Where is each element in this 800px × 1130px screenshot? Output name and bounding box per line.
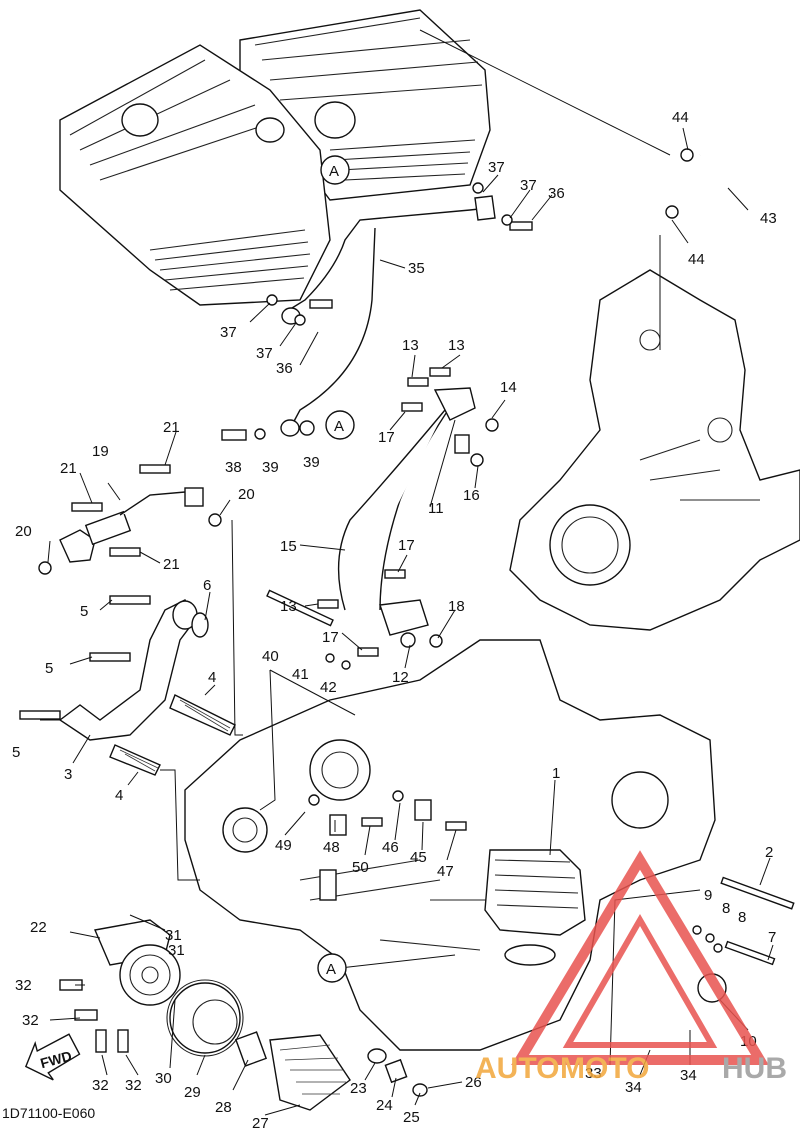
ref-mark-a-label: A (334, 418, 344, 435)
callout-30: 30 (155, 1070, 172, 1087)
oil-filter-group (94, 919, 428, 1111)
callout-29: 29 (184, 1084, 201, 1101)
callout-46: 46 (382, 839, 399, 856)
callout-25: 25 (403, 1109, 420, 1126)
callout-50: 50 (352, 859, 369, 876)
callout-20: 20 (15, 523, 32, 540)
callout-19: 19 (92, 443, 109, 460)
ref-mark-a (317, 953, 347, 983)
callout-31: 31 (165, 927, 182, 944)
callout-4: 4 (208, 669, 216, 686)
callout-6: 6 (203, 577, 211, 594)
callout-49: 49 (275, 837, 292, 854)
ref-mark-a (325, 410, 355, 440)
callout-18: 18 (448, 598, 465, 615)
callout-37: 37 (220, 324, 237, 341)
breather-hose (665, 148, 742, 219)
callout-3: 3 (64, 766, 72, 783)
watermark-logo: AUTO MOTO HUB (475, 850, 787, 1085)
callout-47: 47 (437, 863, 454, 880)
callout-5: 5 (45, 660, 53, 677)
callout-4: 4 (115, 787, 123, 804)
fasteners (19, 182, 795, 1053)
callout-13: 13 (448, 337, 465, 354)
watermark-text-moto: MOTO (560, 1052, 649, 1085)
callout-17: 17 (398, 537, 415, 554)
callout-27: 27 (252, 1115, 269, 1130)
callout-36: 36 (276, 360, 293, 377)
callout-7: 7 (768, 929, 776, 946)
callout-33: 33 (585, 1065, 602, 1082)
watermark-text-auto: AUTO (475, 1052, 559, 1085)
callout-1: 1 (552, 765, 560, 782)
callout-43: 43 (760, 210, 777, 227)
callout-32: 32 (92, 1077, 109, 1094)
callout-8: 8 (738, 909, 746, 926)
drawing-code: 1D71100-E060 (2, 1105, 95, 1121)
callout-37: 37 (256, 345, 273, 362)
callout-13: 13 (402, 337, 419, 354)
svg-text:A: A (329, 163, 339, 180)
callout-2: 2 (765, 844, 773, 861)
callout-15: 15 (280, 538, 297, 555)
callout-21: 21 (60, 460, 77, 477)
callout-39: 39 (303, 454, 320, 471)
fwd-label: FWD (39, 1048, 74, 1072)
callout-31: 31 (168, 942, 185, 959)
reference-marks: A A A (317, 155, 355, 983)
callout-13: 13 (280, 598, 297, 615)
callout-38: 38 (225, 459, 242, 476)
callout-32: 32 (15, 977, 32, 994)
callout-14: 14 (500, 379, 517, 396)
callout-24: 24 (376, 1097, 393, 1114)
callout-39: 39 (262, 459, 279, 476)
callout-37: 37 (520, 177, 537, 194)
fwd-arrow: FWD (24, 1033, 81, 1081)
callout-labels: 1 2 3 4 4 5 5 5 6 7 8 8 9 10 11 12 13 13… (12, 109, 777, 1130)
callout-36: 36 (548, 185, 565, 202)
callout-28: 28 (215, 1099, 232, 1116)
callout-5: 5 (12, 744, 20, 761)
callout-22: 22 (30, 919, 47, 936)
callout-40: 40 (262, 648, 279, 665)
callout-5: 5 (80, 603, 88, 620)
callout-21: 21 (163, 419, 180, 436)
callout-44: 44 (672, 109, 689, 126)
cylinder-heads-illustration (59, 9, 491, 306)
callout-37: 37 (488, 159, 505, 176)
leader-lines (40, 29, 774, 1116)
callout-16: 16 (463, 487, 480, 504)
callout-26: 26 (465, 1074, 482, 1091)
callout-23: 23 (350, 1080, 367, 1097)
callout-12: 12 (392, 669, 409, 686)
crankcase-right-illustration (509, 269, 800, 631)
callout-48: 48 (323, 839, 340, 856)
watermark-text-hub: HUB (722, 1052, 787, 1085)
callout-17: 17 (378, 429, 395, 446)
ref-mark-a-label: A (326, 961, 336, 978)
crankcase-lower-illustration (184, 639, 716, 1051)
callout-32: 32 (22, 1012, 39, 1029)
callout-34: 34 (680, 1067, 697, 1084)
callout-41: 41 (292, 666, 309, 683)
callout-21: 21 (163, 556, 180, 573)
callout-8: 8 (722, 900, 730, 917)
callout-42: 42 (320, 679, 337, 696)
callout-35: 35 (408, 260, 425, 277)
callout-11: 11 (428, 500, 444, 517)
callout-20: 20 (238, 486, 255, 503)
callout-45: 45 (410, 849, 427, 866)
callout-34: 34 (625, 1079, 642, 1096)
callout-9: 9 (704, 887, 712, 904)
oil-strainer-pipe-3 (58, 599, 236, 776)
oil-pipes (280, 195, 496, 636)
callout-32: 32 (125, 1077, 142, 1094)
callout-17: 17 (322, 629, 339, 646)
oil-delivery-pipe-19 (38, 487, 222, 575)
callout-44: 44 (688, 251, 705, 268)
